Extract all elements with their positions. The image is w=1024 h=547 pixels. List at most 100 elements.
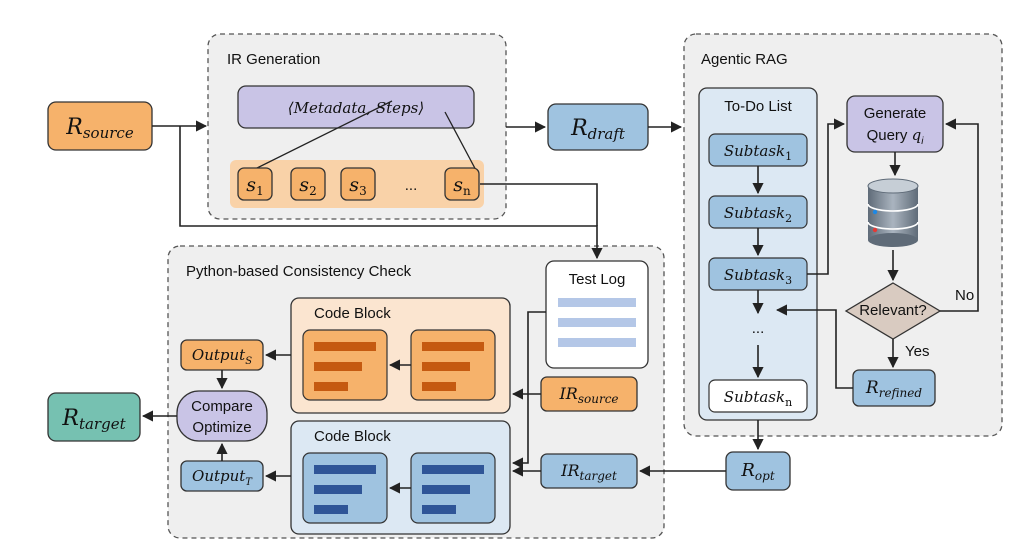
generate-query-var: q <box>912 126 922 144</box>
compare-label: Compare <box>191 398 253 415</box>
r-opt-node: Ropt <box>725 451 791 491</box>
code-line <box>314 485 362 494</box>
code-line <box>314 362 362 371</box>
output-t-sub: T <box>245 477 253 488</box>
svg-text:IRtarget: IRtarget <box>560 461 617 483</box>
output-t-base: Output <box>192 467 246 485</box>
code-block-source-title: Code Block <box>314 305 391 322</box>
output-t-node: OutputT <box>180 460 264 492</box>
edge-subtask3-to-query <box>807 118 846 275</box>
edge-sn-to-testlog <box>480 183 598 226</box>
step-s1-sub: 1 <box>256 184 264 198</box>
output-s-sub: S <box>245 356 252 367</box>
edge-testlog-to-code <box>511 311 546 469</box>
ir-source-base: IR <box>558 384 577 403</box>
test-log-line <box>558 318 636 327</box>
metadata-steps-box <box>237 85 475 129</box>
r-target-node: Rtarget <box>47 392 141 442</box>
code-line <box>314 465 376 474</box>
step-s3: s3 <box>340 167 376 201</box>
edges <box>141 118 979 494</box>
subtask-n-base: Subtask <box>724 388 785 406</box>
test-log-box: Test Log <box>545 260 649 369</box>
code-line <box>422 342 484 351</box>
r-opt-base: R <box>740 460 755 481</box>
database-icon <box>867 178 919 247</box>
subtask-2-base: Subtask <box>724 204 785 222</box>
yes-label: Yes <box>905 343 929 360</box>
step-s2-base: s <box>299 174 309 196</box>
svg-text:IRsource: IRsource <box>558 384 618 406</box>
metadata-to-s1-line <box>244 100 393 175</box>
svg-text:s1: s1 <box>246 174 263 198</box>
output-s-node: OutputS <box>180 339 264 371</box>
ir-generation-title: IR Generation <box>227 51 320 68</box>
code-line <box>422 465 484 474</box>
svg-text:s3: s3 <box>349 174 366 198</box>
test-log-title: Test Log <box>569 271 626 288</box>
code-line <box>314 382 348 391</box>
step-s2: s2 <box>290 167 326 201</box>
r-refined-node: Rrefined <box>852 369 936 407</box>
subtask-ellipsis: ... <box>752 320 765 337</box>
relevant-decision: Relevant? <box>844 282 942 340</box>
svg-text:Subtask2: Subtask2 <box>724 204 792 225</box>
svg-text:Rdraft: Rdraft <box>570 116 626 143</box>
subtask-3-base: Subtask <box>724 266 785 284</box>
code-line <box>422 382 456 391</box>
code-block-target: Code Block <box>290 420 511 535</box>
r-target-sub: target <box>79 415 127 433</box>
svg-text:Subtaskn: Subtaskn <box>724 388 792 409</box>
svg-text:sn: sn <box>453 174 471 198</box>
code-line <box>422 485 470 494</box>
metadata-steps-label: ⟨Metadata, Steps⟩ <box>288 99 424 117</box>
r-target-base: R <box>61 406 79 431</box>
svg-text:s2: s2 <box>299 174 316 198</box>
todo-list-title: To-Do List <box>724 98 792 115</box>
output-s-base: Output <box>192 346 246 364</box>
code-line <box>314 342 376 351</box>
ir-target-base: IR <box>560 461 579 480</box>
code-line <box>422 362 470 371</box>
svg-text:Rsource: Rsource <box>65 115 134 142</box>
subtask-2-sub: 2 <box>785 212 792 225</box>
r-source-sub: source <box>83 124 134 142</box>
generate-query-line2: Query <box>867 127 908 144</box>
edge-source-to-testlog <box>179 126 603 260</box>
subtask-n: Subtaskn <box>708 379 808 413</box>
no-label: No <box>955 287 974 304</box>
svg-text:Ropt: Ropt <box>740 460 774 483</box>
step-sn-sub: n <box>463 184 471 198</box>
ir-target-node: IRtarget <box>540 453 638 489</box>
svg-text:Query qi: Query qi <box>867 126 925 147</box>
subtask-2: Subtask2 <box>708 195 808 229</box>
subtask-3: Subtask3 <box>708 257 808 291</box>
edge-relevant-no <box>940 118 979 312</box>
code-block-source: Code Block <box>290 297 511 414</box>
generate-query-line1: Generate <box>864 105 927 122</box>
r-opt-sub: opt <box>755 469 775 483</box>
subtask-1-base: Subtask <box>724 142 785 160</box>
svg-text:OutputT: OutputT <box>192 467 253 488</box>
r-source-base: R <box>65 115 83 140</box>
r-draft-node: Rdraft <box>547 103 649 151</box>
step-s1-base: s <box>246 174 256 196</box>
step-s1: s1 <box>237 167 273 201</box>
svg-text:Rrefined: Rrefined <box>865 378 922 400</box>
subtask-1: Subtask1 <box>708 133 808 167</box>
step-sn: sn <box>444 167 480 201</box>
step-s3-base: s <box>349 174 359 196</box>
r-source-node: Rsource <box>47 101 153 151</box>
subtask-1-sub: 1 <box>785 150 792 163</box>
code-line <box>314 505 348 514</box>
metadata-to-sn-line <box>444 111 479 175</box>
agentic-rag-title: Agentic RAG <box>701 51 788 68</box>
step-s3-sub: 3 <box>359 184 367 198</box>
svg-text:OutputS: OutputS <box>192 346 252 367</box>
r-draft-sub: draft <box>588 125 626 143</box>
consistency-check-title: Python-based Consistency Check <box>186 263 412 280</box>
generate-query-node: Generate Query qi <box>846 95 944 153</box>
relevant-label: Relevant? <box>859 302 927 319</box>
step-s2-sub: 2 <box>309 184 317 198</box>
